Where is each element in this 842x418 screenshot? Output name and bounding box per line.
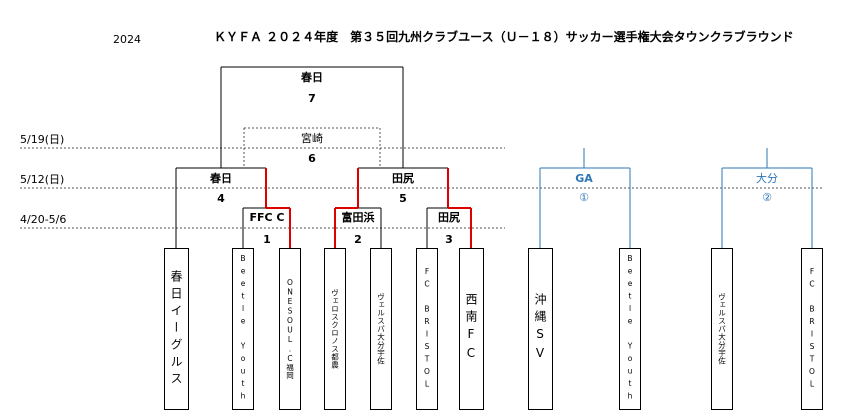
team-name: 西南FC [464, 293, 478, 365]
match4-number: 4 [217, 192, 225, 205]
team-box: FC BRISTOL [801, 248, 823, 410]
match7-number: 7 [308, 92, 316, 105]
match1-venue: FFC C [249, 211, 285, 224]
team-name: ヴェロスクロノス都農 [330, 289, 340, 369]
team-box: ヴェルスパ大分宇佐 [711, 248, 733, 410]
pool-ga-venue: GA [575, 172, 593, 185]
match3-venue: 田尻 [438, 211, 460, 224]
match6-venue: 宮崎 [301, 132, 323, 145]
team-name: ONESOUL.C福岡 [285, 278, 295, 380]
team-box: ヴェロスクロノス都農 [324, 248, 346, 410]
match2-number: 2 [354, 233, 362, 246]
date-label-round1: 4/20-5/6 [20, 213, 67, 226]
match4-venue: 春日 [210, 172, 232, 185]
team-box: 沖縄SV [528, 248, 553, 410]
team-box: ONESOUL.C福岡 [279, 248, 301, 410]
match6-number: 6 [308, 152, 316, 165]
team-name: ヴェルスパ大分宇佐 [717, 293, 727, 365]
team-name: 春日イーグルス [169, 269, 183, 389]
team-box: 西南FC [459, 248, 484, 410]
team-name: Beetle Youth [238, 254, 248, 404]
date-label-semis: 5/12(日) [20, 173, 65, 186]
page-title: ＫＹＦＡ ２０２４年度 第３５回九州クラブユース（Ｕ－１８）サッカー選手権大会タ… [214, 30, 794, 44]
match2-venue: 富田浜 [341, 211, 375, 224]
pool-ga-number: ① [579, 191, 589, 204]
team-box: Beetle Youth [232, 248, 254, 410]
pool-oita-number: ② [762, 191, 772, 204]
year-label: 2024 [113, 33, 141, 46]
team-name: FC BRISTOL [807, 266, 817, 392]
team-name: Beetle Youth [625, 254, 635, 404]
team-box: 春日イーグルス [164, 248, 189, 410]
match1-number: 1 [263, 233, 271, 246]
team-box: ヴェルスパ大分宇佐 [370, 248, 392, 410]
team-name: ヴェルスパ大分宇佐 [376, 293, 386, 365]
match7-venue: 春日 [301, 71, 323, 84]
match5-venue: 田尻 [392, 172, 414, 185]
match5-number: 5 [399, 192, 407, 205]
team-name: 沖縄SV [533, 293, 547, 365]
date-label-final: 5/19(日) [20, 133, 65, 146]
team-name: FC BRISTOL [422, 266, 432, 392]
team-box: FC BRISTOL [416, 248, 438, 410]
pool-oita-venue: 大分 [756, 172, 778, 185]
team-box: Beetle Youth [619, 248, 641, 410]
match3-number: 3 [445, 233, 453, 246]
